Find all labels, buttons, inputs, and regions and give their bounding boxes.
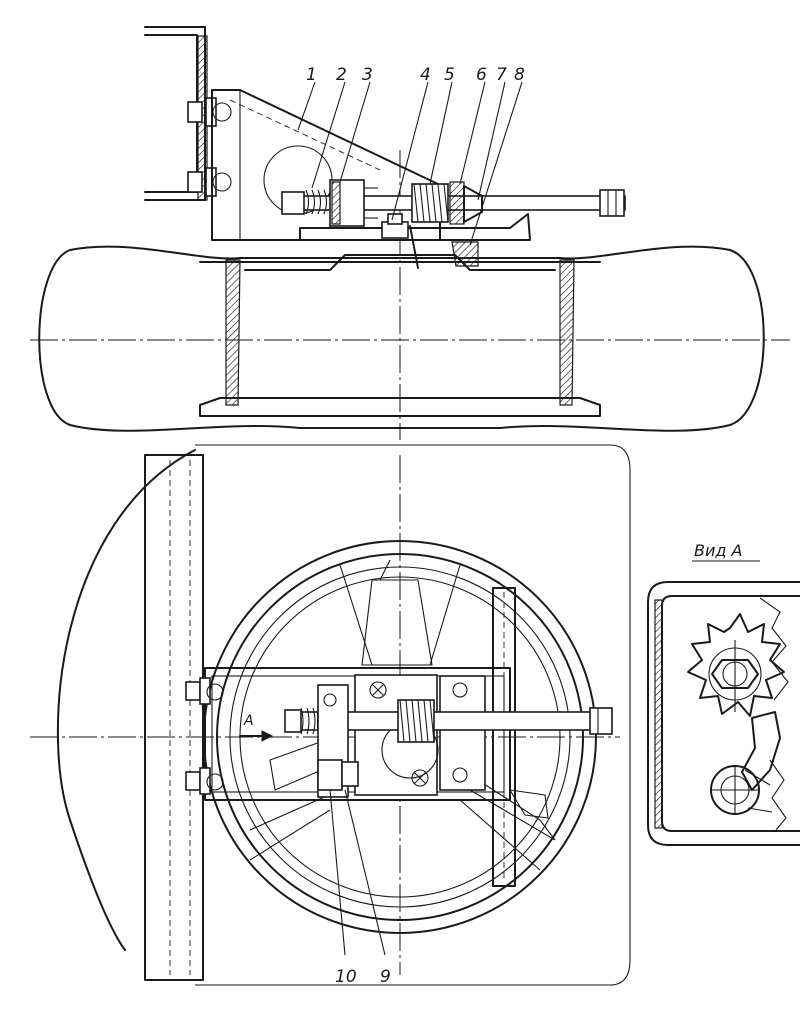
nut-and-spring-2 bbox=[281, 189, 328, 215]
body-panel-outline bbox=[195, 444, 631, 986]
view-arrow-a: А bbox=[239, 713, 274, 742]
plan-view: А 10 9 bbox=[30, 444, 631, 987]
top-callout-leaders bbox=[297, 81, 523, 246]
pawl-lever bbox=[710, 711, 781, 815]
view-a-channel-outer bbox=[647, 581, 800, 846]
view-a-channel-inner bbox=[661, 595, 800, 832]
bracket-bolts bbox=[187, 97, 232, 197]
callout-1: 1 bbox=[306, 65, 317, 85]
callout-3: 3 bbox=[362, 65, 373, 85]
body-arc bbox=[56, 449, 196, 951]
callout-6: 6 bbox=[476, 65, 487, 85]
callout-4: 4 bbox=[420, 65, 431, 85]
callout-9: 9 bbox=[380, 967, 391, 987]
gear-6 bbox=[449, 181, 483, 225]
arrow-label: А bbox=[243, 713, 254, 729]
bushing-3 bbox=[329, 179, 378, 227]
frame-channel bbox=[144, 454, 204, 981]
pawl-and-lever bbox=[317, 684, 359, 798]
plan-bracket-bolts bbox=[185, 677, 224, 795]
tire-outline bbox=[38, 245, 765, 432]
callout-10: 10 bbox=[335, 967, 357, 987]
callout-7: 7 bbox=[496, 65, 507, 85]
rim-well bbox=[244, 254, 556, 271]
rim-bottom-bead bbox=[199, 397, 601, 417]
shaft-plan bbox=[284, 699, 613, 743]
view-a-title: Вид А bbox=[694, 541, 742, 560]
ratchet-gear bbox=[687, 613, 785, 717]
spring-5 bbox=[409, 183, 449, 269]
side-elevation-view: 1 2 3 4 5 6 7 8 bbox=[30, 26, 790, 440]
rim-left-flange bbox=[225, 259, 241, 406]
view-a-channel-hatch bbox=[654, 599, 663, 829]
wheel-rim-inner-2 bbox=[229, 566, 571, 908]
holder-hidden-edge bbox=[229, 99, 381, 171]
support-bar-right bbox=[492, 587, 516, 887]
callout-5: 5 bbox=[444, 65, 455, 85]
view-a-break-line-2 bbox=[769, 759, 787, 831]
top-callout-numbers: 1 2 3 4 5 6 7 8 bbox=[306, 65, 525, 85]
detail-view-a: Вид А bbox=[647, 541, 800, 846]
view-a-break-line bbox=[759, 597, 789, 701]
wheel-rim-inner-1 bbox=[216, 553, 584, 921]
rim-right-flange bbox=[559, 259, 575, 406]
callout-2: 2 bbox=[336, 65, 347, 85]
bottom-callout-leaders bbox=[329, 789, 386, 956]
callout-8: 8 bbox=[514, 65, 525, 85]
